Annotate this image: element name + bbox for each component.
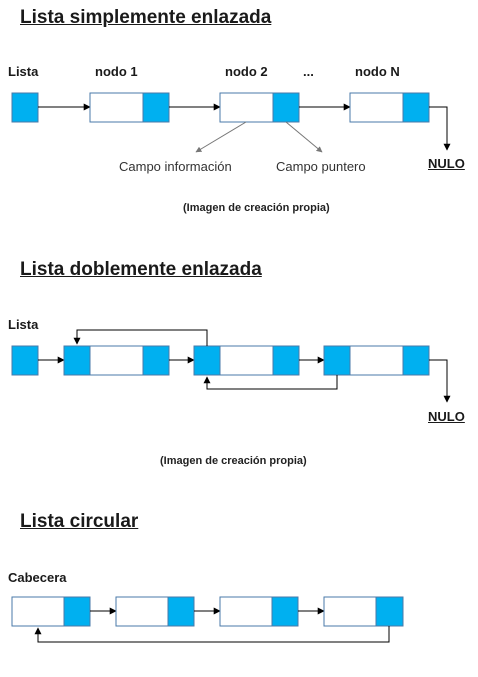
pointer-field-callout [285, 121, 323, 153]
doubly-prev-2-1 [73, 329, 208, 346]
node-prev-field [323, 345, 351, 376]
node-pointer-field [271, 596, 299, 627]
doubly-head-label: Lista [8, 317, 39, 332]
info-field-label: Campo información [119, 159, 232, 174]
node-1-label: nodo 1 [95, 64, 138, 79]
circular-list-title: Lista circular [20, 511, 139, 532]
node-pointer-field [142, 92, 170, 123]
circular-node-2 [115, 596, 195, 627]
circular-head-label: Cabecera [8, 570, 67, 585]
node-pointer-field [402, 92, 430, 123]
node-info-field [323, 596, 377, 627]
singly-list-diagram [11, 92, 451, 153]
circular-node-4 [323, 596, 404, 627]
singly-head-pointer [11, 92, 39, 123]
node-info-field [219, 596, 273, 627]
node-2-label: nodo 2 [225, 64, 268, 79]
singly-node-n [349, 92, 430, 123]
ellipsis-label: ... [303, 64, 314, 79]
doubly-node-1 [63, 345, 170, 376]
node-next-field [142, 345, 170, 376]
node-info-field [11, 596, 65, 627]
node-next-field [272, 345, 300, 376]
node-pointer-field [375, 596, 404, 627]
doubly-null-label: NULO [428, 409, 465, 424]
pointer-field-label: Campo puntero [276, 159, 366, 174]
node-info-field [349, 345, 404, 376]
node-info-field [219, 92, 274, 123]
doubly-list-title: Lista doblemente enlazada [20, 259, 262, 280]
singly-null-label: NULO [428, 156, 465, 171]
singly-list-title: Lista simplemente enlazada [20, 7, 272, 28]
doubly-prev-3-2 [203, 375, 338, 390]
node-prev-field [63, 345, 91, 376]
node-info-field [89, 92, 144, 123]
node-next-field [402, 345, 430, 376]
circular-node-1 [11, 596, 91, 627]
node-info-field [115, 596, 169, 627]
circular-list-diagram [11, 596, 404, 643]
node-info-field [89, 345, 144, 376]
node-n-label: nodo N [355, 64, 400, 79]
doubly-node-2 [193, 345, 300, 376]
singly-caption: (Imagen de creación propia) [183, 202, 330, 214]
info-field-callout [195, 121, 247, 153]
node-pointer-field [167, 596, 195, 627]
node-info-field [349, 92, 404, 123]
singly-head-label: Lista [8, 64, 39, 79]
doubly-list-diagram [11, 329, 451, 403]
node-info-field [219, 345, 274, 376]
node-pointer-field [272, 92, 300, 123]
singly-node-1 [89, 92, 170, 123]
doubly-caption: (Imagen de creación propia) [160, 455, 307, 467]
node-pointer-field [63, 596, 91, 627]
singly-null-arrow [429, 106, 451, 151]
doubly-null-arrow [429, 359, 451, 403]
doubly-head-pointer [11, 345, 39, 376]
circular-return-link [34, 626, 390, 643]
node-prev-field [193, 345, 221, 376]
doubly-node-3 [323, 345, 430, 376]
singly-node-2 [219, 92, 300, 123]
circular-node-3 [219, 596, 299, 627]
